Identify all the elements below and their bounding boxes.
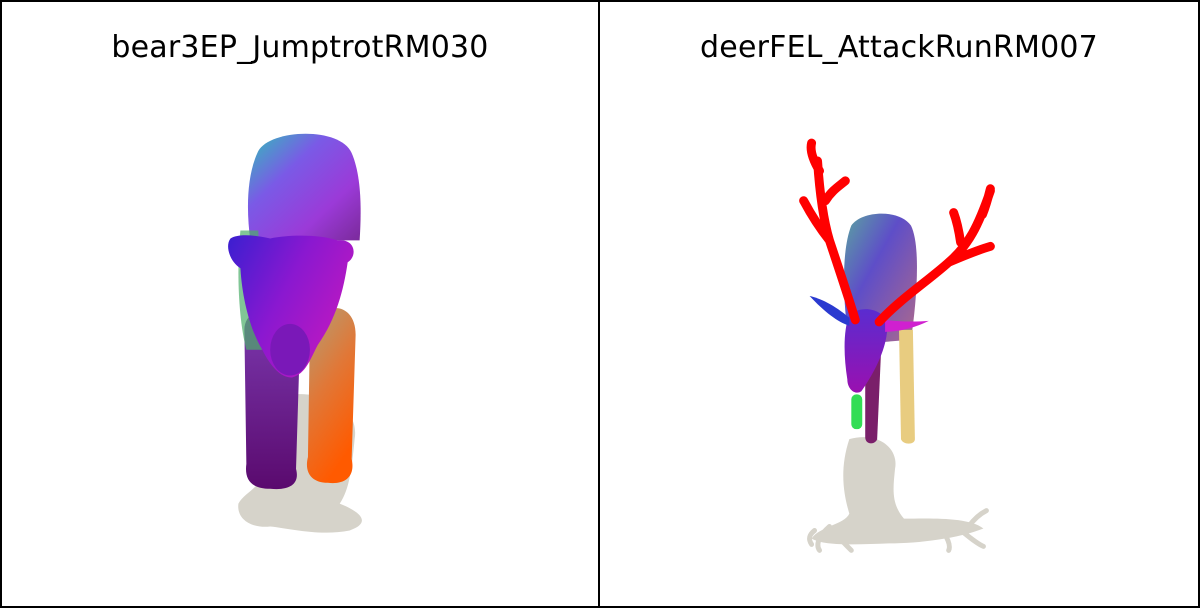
panel-title: bear3EP_JumptrotRM030 [111, 30, 489, 65]
deer-antler-left [799, 138, 860, 325]
deer-ear-left [809, 296, 850, 326]
deer-ear-right [885, 319, 929, 332]
bear-body [247, 133, 361, 241]
bear-head [228, 235, 354, 378]
deer-head [844, 309, 888, 393]
deer-shadow [811, 437, 984, 545]
deer-antler-right [874, 184, 995, 327]
bear-render [228, 133, 362, 533]
bear-snout [270, 323, 310, 376]
deer-shadow-antler-right [941, 508, 989, 553]
panel-title: deerFEL_AttackRunRM007 [700, 30, 1098, 65]
bear-leg-right [306, 308, 356, 484]
panel-bear: bear3EP_JumptrotRM030 [2, 2, 600, 606]
panel-deer: deerFEL_AttackRunRM007 [600, 2, 1198, 606]
deer-leg-right [899, 329, 915, 444]
deer-shadow-antler-left [806, 524, 854, 553]
deer-leg-left [851, 394, 863, 430]
deer-render [799, 138, 995, 553]
